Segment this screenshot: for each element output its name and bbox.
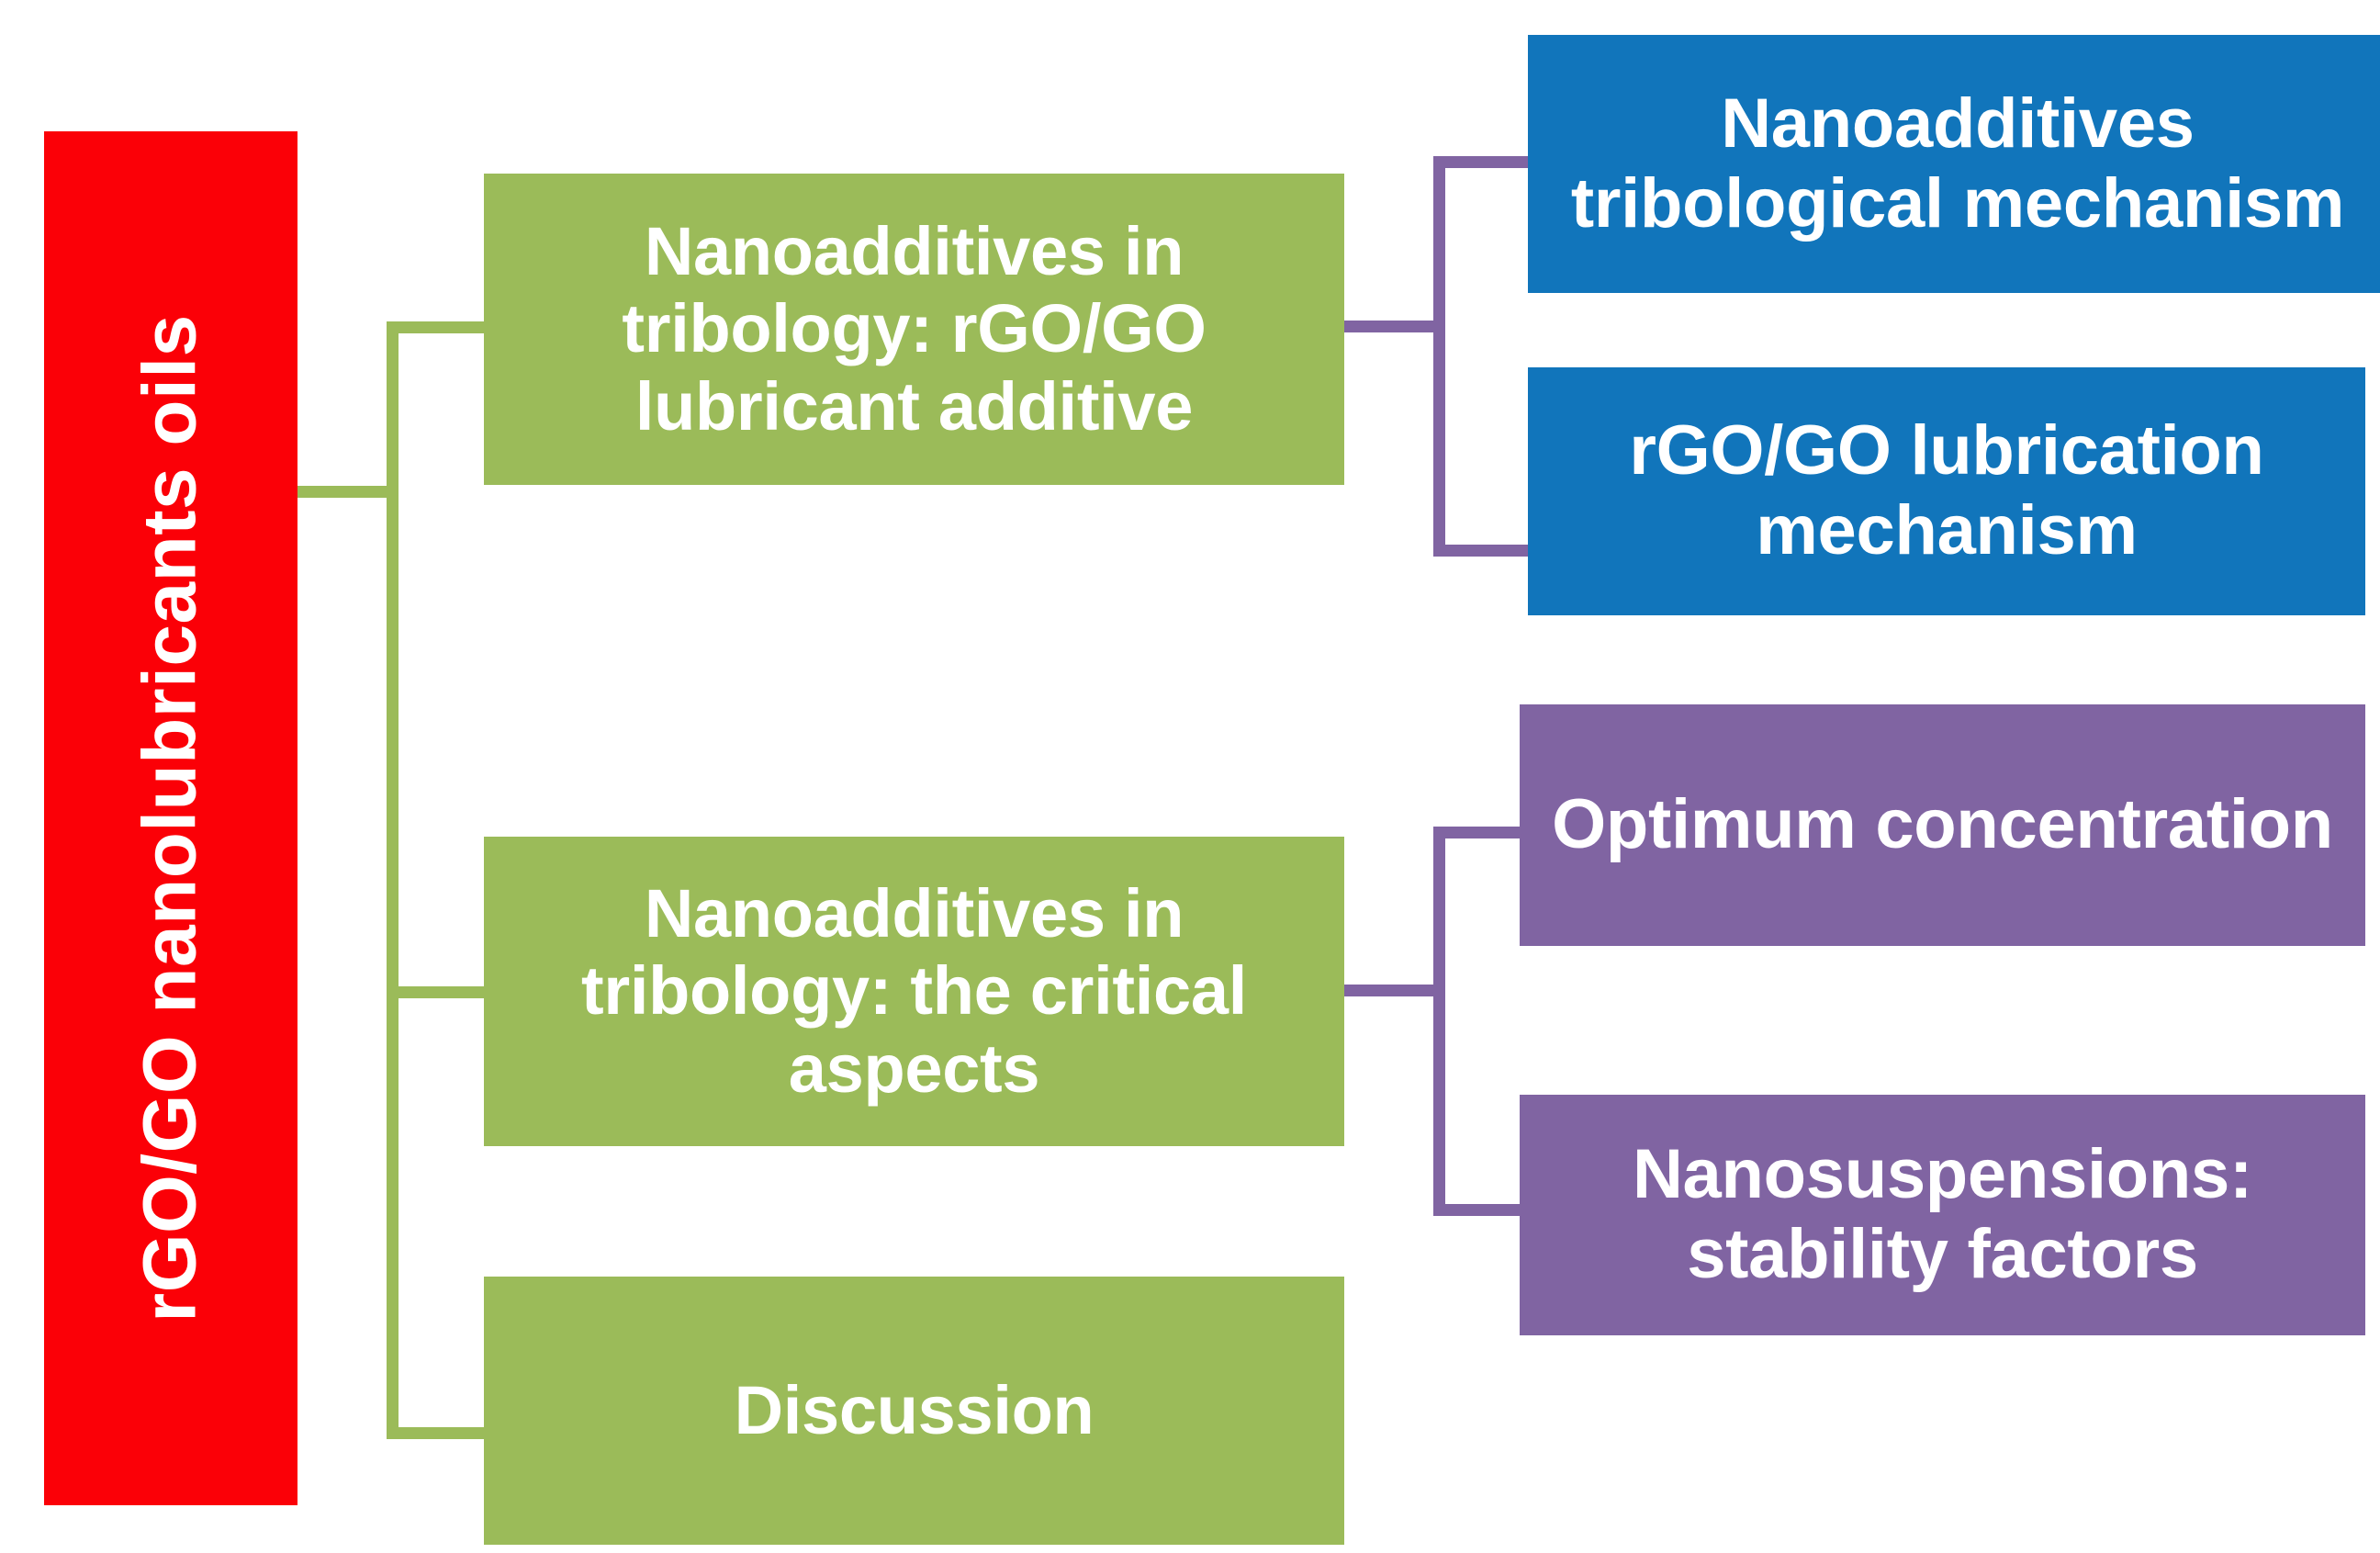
connector-green-branch-3 xyxy=(387,1427,494,1439)
connector-purple-branch-2 xyxy=(1433,1204,1536,1216)
node-discussion: Discussion xyxy=(484,1277,1344,1545)
node-label: Nanoadditives tribological mechanism xyxy=(1570,84,2345,242)
connector-root-to-trunk xyxy=(298,486,399,498)
root-node-label: rGO/GO nanolubricants oils xyxy=(129,314,213,1322)
node-label: Nanosuspensions: stability factors xyxy=(1632,1135,2253,1293)
connector-purple-trunk xyxy=(1433,827,1445,1216)
node-rgo-go-lubrication-mechanism: rGO/GO lubrication mechanism xyxy=(1528,367,2365,615)
root-node: rGO/GO nanolubricants oils xyxy=(44,131,298,1505)
node-label: Discussion xyxy=(734,1371,1095,1448)
connector-green-branch-2 xyxy=(387,986,494,998)
node-label: Optimum concentration xyxy=(1552,785,2333,864)
node-nanosuspensions-stability-factors: Nanosuspensions: stability factors xyxy=(1520,1095,2365,1335)
connector-blue-trunk xyxy=(1433,156,1445,557)
node-nanoadditives-tribology-rgo-go-lubricant-additive: Nanoadditives in tribology: rGO/GO lubri… xyxy=(484,174,1344,485)
connector-green-branch-1 xyxy=(387,321,494,333)
connector-green-trunk xyxy=(387,321,399,1439)
connector-blue-branch-2 xyxy=(1433,545,1536,557)
connector-green2-to-trunk xyxy=(1344,985,1445,996)
node-label: rGO/GO lubrication mechanism xyxy=(1629,411,2264,569)
node-optimum-concentration: Optimum concentration xyxy=(1520,704,2365,946)
node-label: Nanoadditives in tribology: rGO/GO lubri… xyxy=(622,212,1207,445)
connector-blue-branch-1 xyxy=(1433,156,1536,168)
connector-purple-branch-1 xyxy=(1433,827,1536,838)
node-nanoadditives-tribological-mechanism: Nanoadditives tribological mechanism xyxy=(1528,35,2380,293)
node-label: Nanoadditives in tribology: the critical… xyxy=(581,874,1247,1107)
node-nanoadditives-tribology-critical-aspects: Nanoadditives in tribology: the critical… xyxy=(484,837,1344,1146)
connector-green1-to-trunk xyxy=(1344,321,1445,332)
